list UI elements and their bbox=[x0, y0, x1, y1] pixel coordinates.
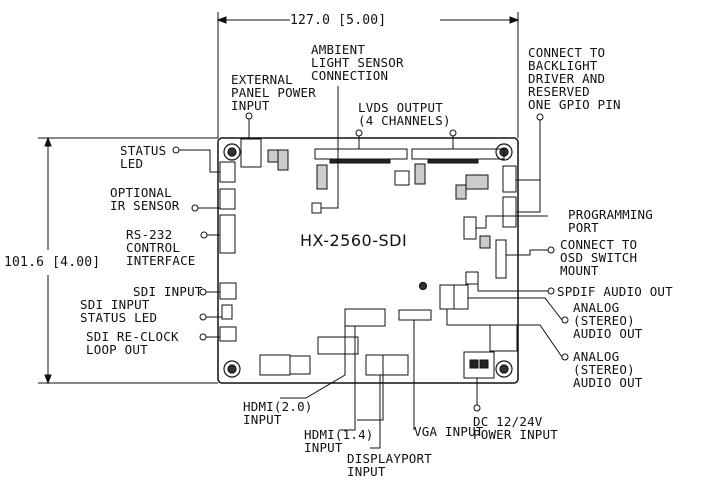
vga-label: VGA INPUT bbox=[414, 424, 484, 439]
analog-audio-1-label: ANALOG (STEREO) AUDIO OUT bbox=[573, 300, 643, 341]
height-dimension bbox=[38, 136, 218, 385]
board-model-label: HX-2560-SDI bbox=[300, 231, 408, 250]
hdmi20-label: HDMI(2.0) INPUT bbox=[243, 399, 313, 427]
programming-port-label: PROGRAMMING PORT bbox=[568, 207, 653, 235]
width-dimension bbox=[216, 12, 520, 138]
status-led-label: STATUS LED bbox=[120, 143, 167, 171]
lvds-output-label: LVDS OUTPUT (4 CHANNELS) bbox=[358, 100, 451, 128]
displayport-label: DISPLAYPORT INPUT bbox=[347, 451, 432, 479]
rs232-label: RS-232 CONTROL INTERFACE bbox=[126, 227, 196, 268]
analog-audio-2-label: ANALOG (STEREO) AUDIO OUT bbox=[573, 349, 643, 390]
height-dimension-label: 101.6 [4.00] bbox=[4, 255, 101, 270]
ambient-light-sensor-label: AMBIENT LIGHT SENSOR CONNECTION bbox=[311, 42, 404, 83]
components bbox=[219, 138, 518, 379]
osd-switch-label: CONNECT TO OSD SWITCH MOUNT bbox=[560, 237, 638, 278]
leader-lines bbox=[172, 86, 569, 449]
sdi-reclock-label: SDI RE-CLOCK LOOP OUT bbox=[86, 329, 179, 357]
dc-power-label: DC 12/24V POWER INPUT bbox=[473, 414, 558, 442]
width-dimension-label: 127.0 [5.00] bbox=[290, 13, 387, 28]
ir-sensor-label: OPTIONAL IR SENSOR bbox=[110, 185, 180, 213]
sdi-status-led-label: SDI INPUT STATUS LED bbox=[80, 297, 158, 325]
hdmi14-label: HDMI(1.4) INPUT bbox=[304, 427, 374, 455]
board-outline bbox=[217, 137, 519, 384]
panel-power-label: EXTERNAL PANEL POWER INPUT bbox=[231, 72, 316, 113]
spdif-label: SPDIF AUDIO OUT bbox=[557, 284, 673, 299]
sdi-input-label: SDI INPUT bbox=[133, 284, 203, 299]
backlight-label: CONNECT TO BACKLIGHT DRIVER AND RESERVED… bbox=[528, 45, 621, 112]
